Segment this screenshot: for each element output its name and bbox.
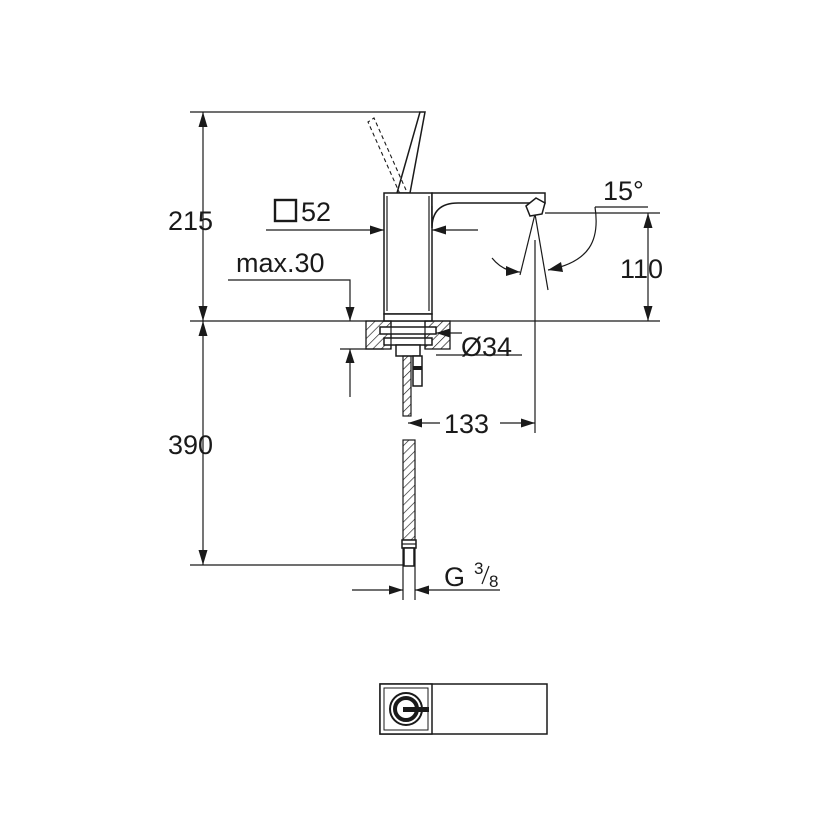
height-dimension-line	[198, 112, 208, 565]
angle-label: 15°	[603, 176, 644, 206]
connection-denominator: 8	[489, 572, 498, 591]
spout-reach-label: 133	[444, 409, 489, 439]
hose-length-label: 390	[168, 430, 213, 460]
hole-diameter-label: Ø34	[461, 332, 512, 362]
body-square-leader	[266, 225, 478, 235]
square-symbol-icon	[273, 198, 298, 223]
top-view	[379, 683, 548, 735]
mounting-section	[365, 320, 451, 357]
spout-height-label: 110	[620, 254, 663, 284]
faucet-body	[367, 111, 546, 322]
spout-reach-dimension	[408, 418, 535, 428]
total-height-label: 215	[168, 206, 213, 236]
connection-numerator: 3	[474, 559, 483, 578]
max-deck-leader	[228, 279, 384, 397]
supply-hoses	[401, 355, 423, 567]
connection-prefix-label: G	[444, 562, 465, 592]
hole-diameter-leader	[436, 328, 522, 356]
max-deck-label: max.30	[236, 248, 325, 278]
spout-height-dimension	[643, 213, 653, 321]
connection-leader	[352, 585, 500, 595]
cartridge-icon	[389, 692, 429, 726]
extension-lines	[190, 111, 660, 600]
body-square-label: 52	[301, 197, 331, 227]
angle-leader	[491, 206, 648, 291]
fraction-slash	[481, 565, 490, 585]
